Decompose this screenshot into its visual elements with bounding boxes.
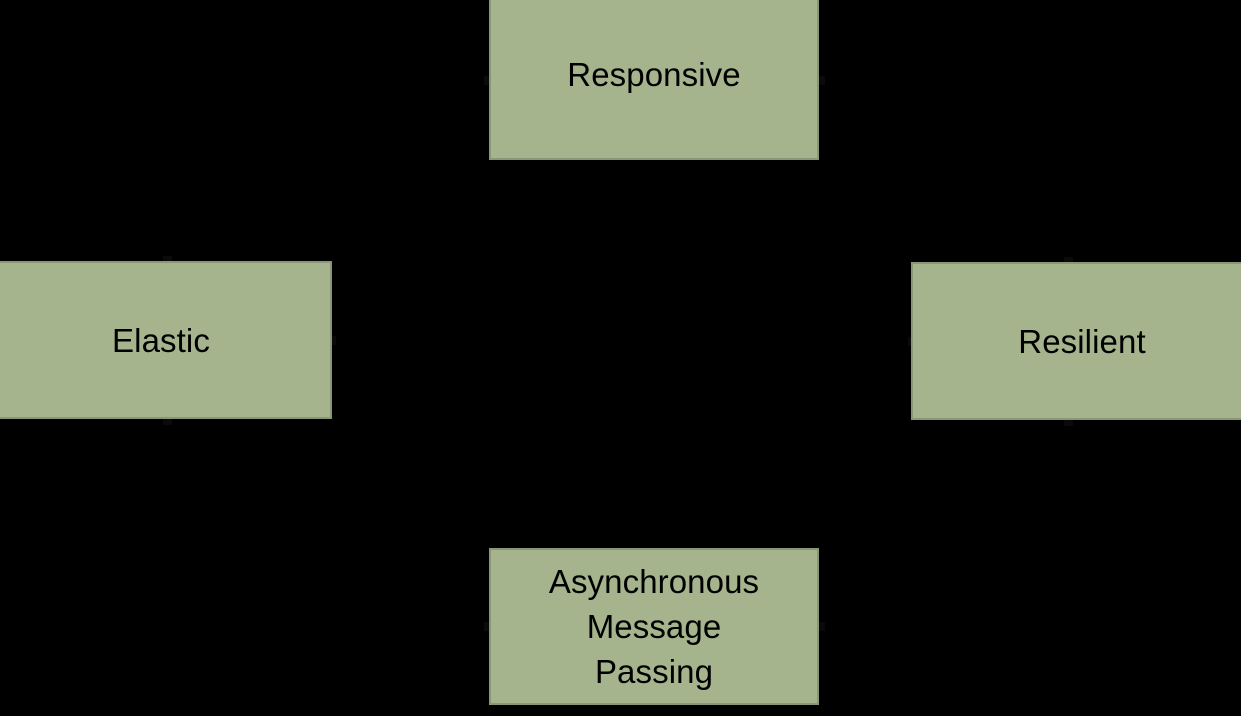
node-responsive[interactable]: Responsive: [489, 0, 819, 160]
connector-resilient-to-responsive: [817, 79, 913, 301]
arrowhead-stub-responsive-right: [818, 76, 825, 85]
node-resilient[interactable]: Resilient: [911, 262, 1241, 420]
connector-async-to-elastic: [166, 417, 490, 629]
node-resilient-label: Resilient: [1018, 322, 1146, 360]
node-asynchronous-message-passing[interactable]: Asynchronous Message Passing: [489, 548, 819, 705]
arrowhead-stub-async-right: [818, 622, 825, 631]
node-responsive-label: Responsive: [567, 55, 741, 93]
node-elastic[interactable]: Elastic: [0, 261, 332, 419]
node-elastic-label: Elastic: [112, 321, 210, 359]
arrowhead-stub-elastic-bottom: [163, 418, 172, 425]
connector-elastic-to-responsive: [330, 79, 491, 301]
arrowhead-stub-resilient-bottom: [1064, 419, 1073, 426]
node-asynchronous-message-passing-label: Asynchronous Message Passing: [548, 563, 760, 690]
connector-async-to-resilient: [818, 418, 1071, 629]
